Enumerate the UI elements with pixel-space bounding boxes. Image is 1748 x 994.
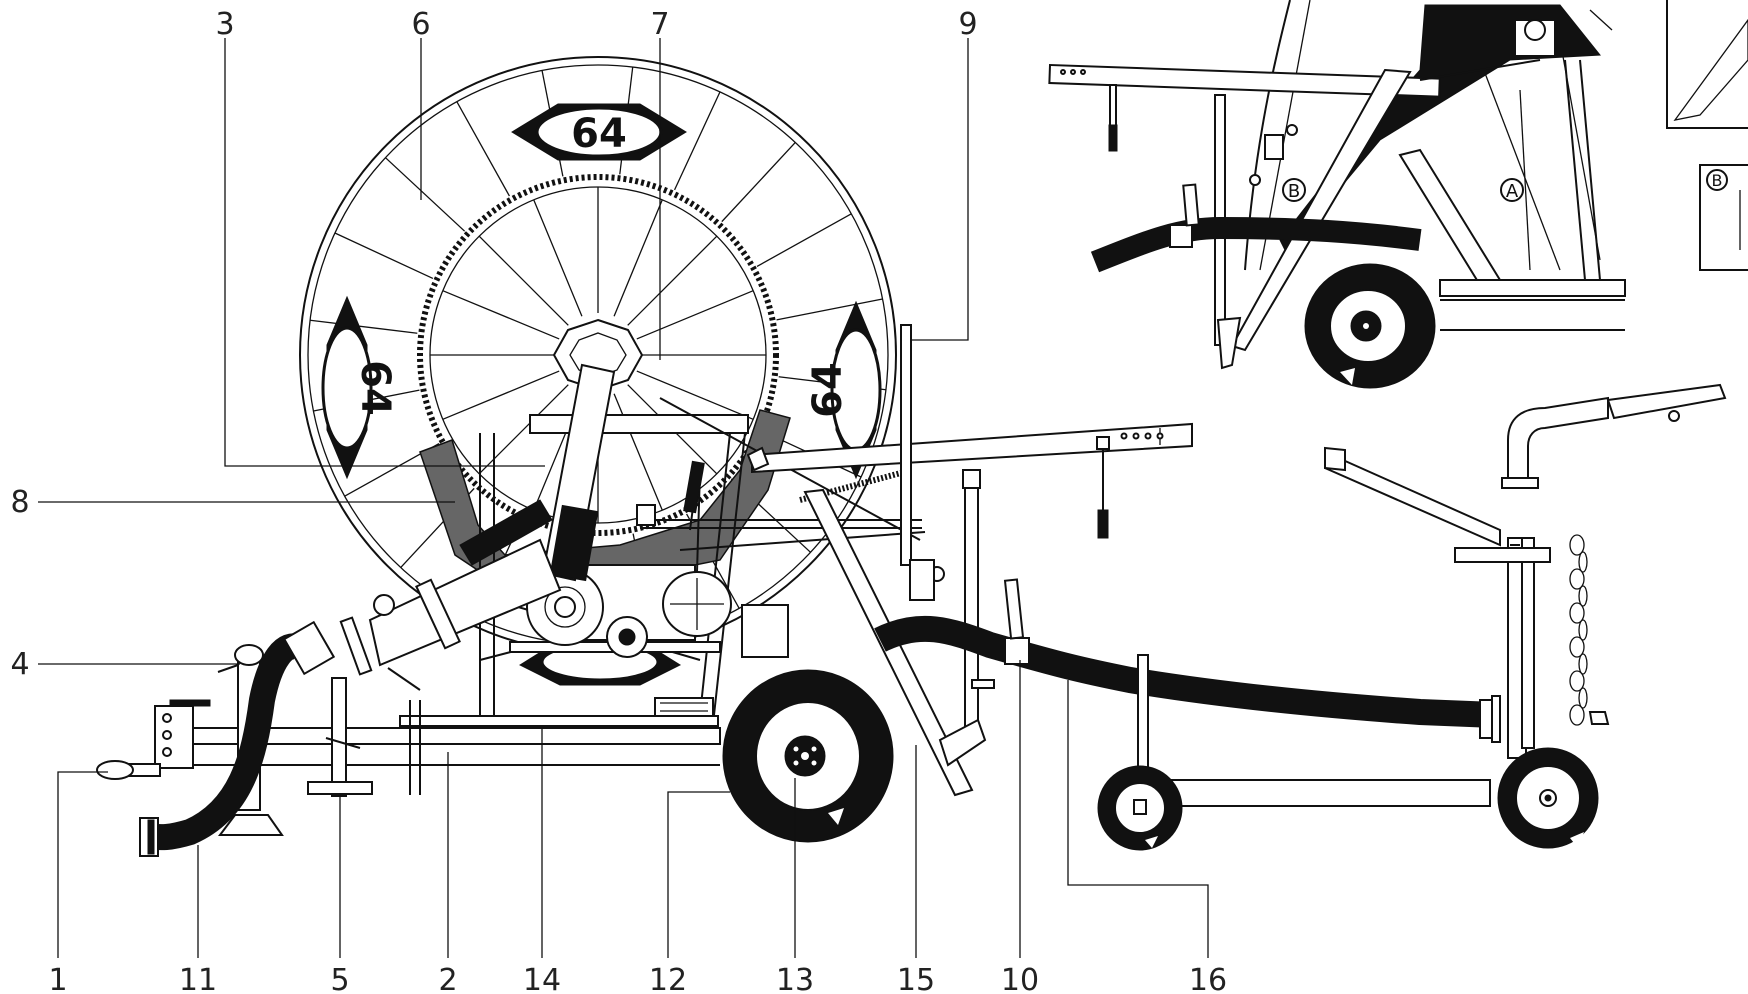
detail-marker-b-circle [1282,178,1306,202]
drum-logo-right: 64 [805,300,882,480]
callout-3: 3 [215,7,234,42]
detail-marker-a: A [1506,181,1519,202]
cart-wheel-left [1097,765,1183,851]
callout-13: 13 [776,963,814,994]
chain-link [1578,619,1588,641]
chassis-frame [179,667,721,795]
outer-spoke [673,91,721,191]
inner-spoke [533,199,583,317]
inlet-pipe-assembly [339,363,616,676]
ratchet-bar [799,467,913,503]
detail-wheel [1304,263,1436,389]
detail-marker-b-box: B [1712,171,1723,190]
outer-spoke [334,232,434,280]
inner-spoke [636,290,754,340]
drum-logo-text-top: 64 [571,111,627,157]
chain-link [1569,602,1585,624]
support-stand [307,677,373,797]
chain-link [1578,585,1588,607]
outer-spoke [310,319,418,334]
callout-14: 14 [523,963,561,994]
detail-marker-a-circle [1500,178,1524,202]
callout-9: 9 [958,7,977,42]
inner-spoke [627,235,718,326]
outer-spoke [385,157,466,232]
callout-16: 16 [1189,963,1227,994]
leader-lines [38,38,1209,958]
sprinkler-cart [1097,383,1727,851]
callout-4: 4 [10,647,29,682]
detail-marker-b: B [1288,181,1300,202]
chain-link [1569,704,1585,726]
callout-12: 12 [649,963,687,994]
hose-guide-arm [746,422,1193,539]
inner-spoke [442,370,560,420]
callout-6: 6 [411,7,430,42]
chain-link [1578,551,1588,573]
callout-labels: 1 2 3 4 5 6 7 8 9 10 11 12 13 14 15 16 [10,7,1227,994]
detail-hose [1090,216,1422,273]
pe-hose [874,615,1496,728]
callout-5: 5 [330,963,349,994]
hose-guide-post [900,324,912,566]
callout-10: 10 [1001,963,1039,994]
cart-wheel-right [1497,747,1599,849]
main-wheel [722,669,894,843]
chain-link [1578,653,1588,675]
pressure-gauge [636,504,656,526]
drum-logo-top: 64 [511,103,687,161]
towing-chain [1569,534,1588,726]
detail-inset: A B B [1048,0,1748,389]
callout-7: 7 [650,7,669,42]
callout-15: 15 [897,963,935,994]
inner-spoke [478,235,569,326]
chain-link [1569,636,1585,658]
outer-spoke [456,101,510,197]
inner-spoke [442,290,560,340]
drum-logo-text-right: 64 [805,362,851,418]
inner-spoke [636,370,754,420]
callout-2: 2 [438,963,457,994]
supply-hose [147,633,307,851]
outer-spoke [776,298,883,321]
callout-11: 11 [179,963,217,994]
main-machine: 64 64 64 [96,56,1501,857]
outer-spoke [721,142,796,223]
inner-spoke [613,393,663,511]
inner-spoke [613,199,663,317]
detail-box-top [1666,0,1748,129]
chain-link [1569,534,1585,556]
chain-link [1569,568,1585,590]
callout-1: 1 [48,963,67,994]
outer-spoke [756,213,852,267]
drum-logo-text-left: 64 [352,360,398,416]
chain-link [1578,687,1588,709]
drum-logo-left: 64 [321,295,398,480]
drawbar-hitch [96,699,211,780]
chain-link [1569,670,1585,692]
callout-8: 8 [10,485,29,520]
